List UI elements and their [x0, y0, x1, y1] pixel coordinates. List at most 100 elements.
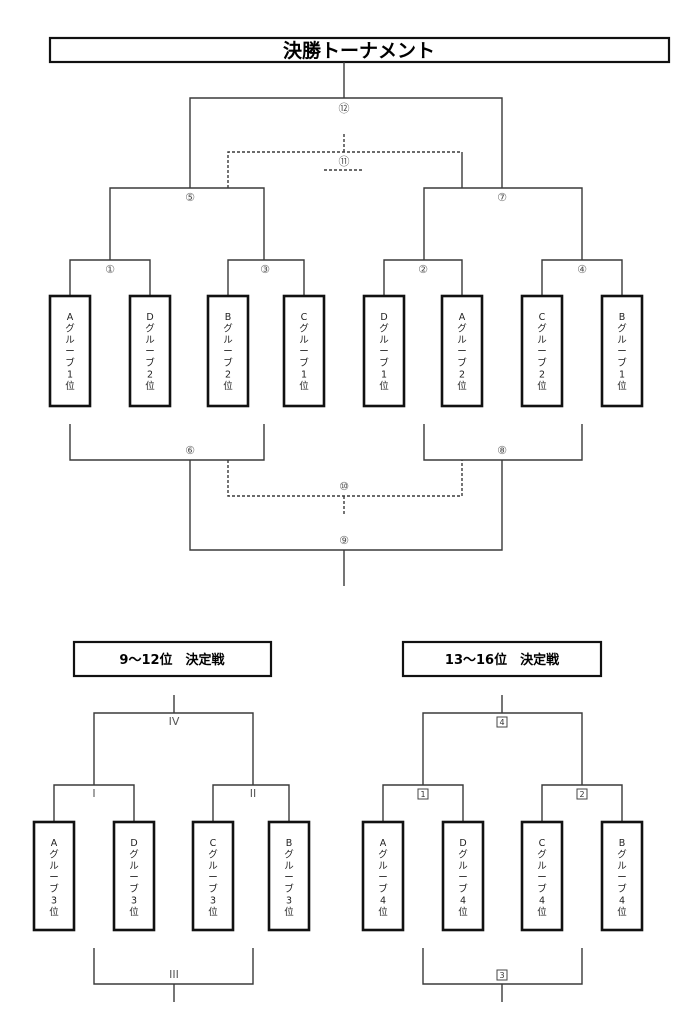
bracket-9-12-match-I [53, 784, 135, 822]
team-name-char: ル [145, 335, 155, 346]
team-name-char: グ [65, 323, 75, 335]
team-name-char: ル [65, 335, 75, 346]
main-title-box [48, 36, 671, 64]
bracket-13-16-match-4 [422, 712, 583, 785]
svg-text:3: 3 [499, 971, 504, 980]
team-name-char: グ [208, 849, 218, 861]
bracket-13-16-label-2: 2 [576, 788, 588, 800]
team-name-char: ー [65, 347, 75, 358]
team-name-char: A [67, 312, 74, 323]
team-name-char: グ [617, 323, 627, 335]
bracket-13-16-lines [382, 695, 623, 1002]
bracket-9-12-label-II: II [250, 787, 257, 800]
team-name-char: 3 [131, 896, 137, 907]
match-1-bracket [69, 259, 151, 296]
team-name-char: A [459, 312, 466, 323]
svg-text:2: 2 [579, 790, 584, 799]
team-name-char: 位 [49, 906, 59, 918]
team-name-char: グ [145, 323, 155, 335]
match-2-bracket [383, 259, 463, 296]
main-bracket-lines [69, 62, 623, 586]
team-name-char: 位 [223, 380, 233, 392]
team-name-char: ブ [299, 357, 309, 369]
team-name-char: B [225, 312, 232, 323]
team-name-char: 1 [301, 370, 307, 381]
team-name-char: ブ [617, 883, 627, 895]
team-name-char: ー [145, 347, 155, 358]
team-name-char: ブ [208, 883, 218, 895]
match-label-5: ⑤ [185, 191, 195, 204]
team-name-char: ブ [379, 357, 389, 369]
team-name-char: 1 [381, 370, 387, 381]
main-team-boxes: Aグルーブ1位Dグルーブ2位Bグルーブ2位Cグルーブ1位Dグルーブ1位Aグルーブ… [48, 294, 644, 408]
match-8-bracket [423, 424, 583, 461]
team-name-char: ル [537, 861, 547, 872]
match-label-11: ⑪ [339, 155, 350, 168]
team-name-char: ブ [223, 357, 233, 369]
team-name-char: 位 [378, 906, 388, 918]
match-10-bracket [227, 460, 463, 497]
team-name-char: 2 [539, 370, 545, 381]
team-name-char: D [380, 312, 387, 323]
team-name-char: ル [458, 861, 468, 872]
team-name-char: 2 [459, 370, 465, 381]
team-name-char: ー [537, 347, 547, 358]
team-name-char: ル [617, 861, 627, 872]
team-name-char: 位 [537, 380, 547, 392]
team-name-char: ー [457, 347, 467, 358]
svg-text:1: 1 [420, 790, 425, 799]
team-name-char: ル [617, 335, 627, 346]
match-12-bracket [189, 97, 503, 188]
bracket-13-16-match-1 [382, 784, 464, 822]
team-name-char: A [51, 838, 58, 849]
match-5-bracket [109, 187, 265, 260]
team-name-char: ル [129, 861, 139, 872]
team-name-char: グ [129, 849, 139, 861]
team-name-char: グ [378, 849, 388, 861]
team-name-char: C [301, 312, 308, 323]
team-name-char: ー [458, 873, 468, 884]
team-name-char: ブ [129, 883, 139, 895]
team-name-char: B [619, 312, 626, 323]
team-name-char: ー [284, 873, 294, 884]
team-name-char: B [619, 838, 626, 849]
team-name-char: ブ [49, 883, 59, 895]
match-11-bracket [227, 151, 462, 188]
match-label-1: ① [105, 263, 115, 276]
match-9-bracket [189, 460, 503, 551]
team-name-char: グ [617, 849, 627, 861]
bracket-9-12-match-II [212, 784, 290, 822]
team-name-char: グ [49, 849, 59, 861]
match-6-bracket [69, 424, 265, 461]
team-name-char: 4 [380, 896, 386, 907]
team-name-char: 2 [225, 370, 231, 381]
match-3-bracket [227, 259, 305, 296]
team-name-char: ブ [458, 883, 468, 895]
match-4-bracket [541, 259, 623, 296]
team-name-char: ブ [145, 357, 155, 369]
team-name-char: グ [299, 323, 309, 335]
team-name-char: ブ [65, 357, 75, 369]
svg-text:4: 4 [499, 718, 504, 727]
bracket-13-16-title: 13～16位 決定戦 [445, 652, 560, 668]
team-name-char: ブ [284, 883, 294, 895]
match-label-7: ⑦ [497, 191, 507, 204]
team-name-char: グ [458, 849, 468, 861]
team-name-char: ー [208, 873, 218, 884]
team-name-char: 位 [379, 380, 389, 392]
team-name-char: グ [537, 849, 547, 861]
bracket-9-12-label-IV: IV [169, 715, 180, 728]
team-name-char: C [210, 838, 217, 849]
team-name-char: ブ [457, 357, 467, 369]
team-name-char: ー [537, 873, 547, 884]
team-name-char: ブ [378, 883, 388, 895]
team-name-char: ー [129, 873, 139, 884]
team-name-char: 位 [299, 380, 309, 392]
match-7-bracket [423, 187, 583, 260]
team-name-char: C [539, 838, 546, 849]
team-name-char: ル [378, 861, 388, 872]
